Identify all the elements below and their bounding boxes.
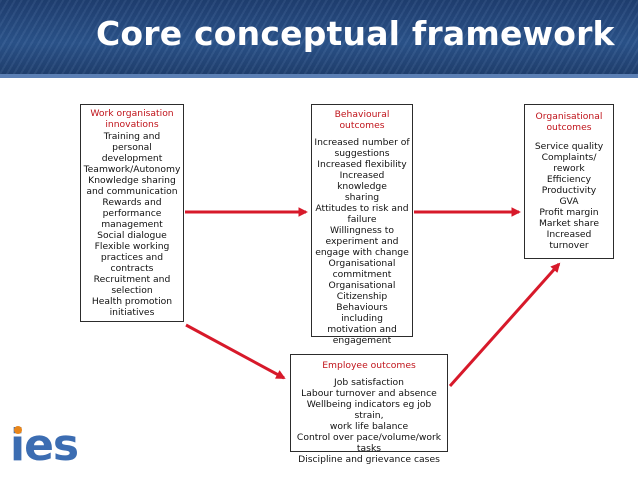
box-line: development — [101, 153, 163, 164]
arrow-employee-to-organisational — [448, 262, 561, 387]
box-line: engage with change — [315, 247, 409, 258]
organisational-outcomes-box: Organisational outcomes Service quality … — [524, 104, 614, 259]
box-line: Service quality — [534, 141, 604, 152]
slide-title: Core conceptual framework — [96, 14, 615, 53]
box-line: Willingness to — [330, 225, 394, 236]
box-line: suggestions — [334, 148, 390, 159]
box-line: Citizenship — [336, 291, 388, 302]
box-line: Teamwork/Autonomy — [83, 164, 181, 175]
box-line: failure — [347, 214, 377, 225]
box-line: Attitudes to risk and — [315, 203, 409, 214]
title-banner: Core conceptual framework — [0, 0, 638, 78]
organisational-outcomes-heading: Organisational outcomes — [535, 111, 603, 133]
box-line: Profit margin — [539, 207, 599, 218]
box-line: management — [101, 219, 163, 230]
box-line: Recruitment and — [93, 274, 171, 285]
behavioural-outcomes-heading: Behavioural outcomes — [334, 109, 390, 131]
employee-outcomes-box: Employee outcomes Job satisfaction Labou… — [290, 354, 448, 465]
employee-outcomes-heading: Employee outcomes — [322, 360, 416, 371]
work-organisation-heading: Work organisation innovations — [90, 108, 174, 130]
box-line: GVA — [559, 196, 579, 207]
box-line: turnover — [549, 240, 589, 251]
box-line: Wellbeing indicators eg job strain, — [306, 399, 432, 421]
box-line: Market share — [539, 218, 599, 229]
box-line: Health promotion — [91, 296, 173, 307]
box-line: Labour turnover and absence — [301, 388, 437, 399]
box-line: Productivity — [541, 185, 597, 196]
box-line: Organisational — [328, 280, 396, 291]
box-line: Behaviours including — [336, 302, 388, 324]
box-line: Flexible working — [94, 241, 170, 252]
box-line: commitment — [332, 269, 392, 280]
box-line: Efficiency — [546, 174, 592, 185]
box-line: Control over pace/volume/work tasks — [296, 432, 442, 454]
box-line: sharing — [344, 192, 380, 203]
box-line: Increased flexibility — [317, 159, 407, 170]
box-line: Training and personal — [103, 131, 161, 153]
box-line: experiment and — [325, 236, 399, 247]
box-line: Job satisfaction — [334, 377, 404, 388]
box-line: work life balance — [329, 421, 409, 432]
box-line: performance — [102, 208, 162, 219]
box-line: Increased number of — [314, 137, 410, 148]
box-line: initiatives — [109, 307, 155, 318]
box-line: Rewards and — [102, 197, 162, 208]
banner-band — [0, 74, 638, 78]
arrow-work-to-employee — [185, 323, 286, 380]
work-organisation-box: Work organisation innovations Training a… — [80, 104, 184, 322]
box-line: Organisational — [328, 258, 396, 269]
box-line: selection — [111, 285, 153, 296]
box-line: and communication — [86, 186, 178, 197]
behavioural-outcomes-box: Behavioural outcomes Increased number of… — [311, 104, 413, 346]
box-line: engagement — [332, 335, 392, 346]
box-line: Discipline and grievance cases — [298, 454, 440, 465]
box-line: motivation and — [327, 324, 397, 335]
box-line: Social dialogue — [97, 230, 167, 241]
box-line: practices and — [100, 252, 164, 263]
box-line: contracts — [110, 263, 154, 274]
box-line: Knowledge sharing — [88, 175, 176, 186]
logo-dot-icon — [14, 426, 22, 434]
box-line: Complaints/ — [541, 152, 597, 163]
ies-logo: ies — [10, 420, 79, 471]
box-line: Increased — [546, 229, 592, 240]
banner-texture — [0, 0, 638, 78]
box-line: Increased knowledge — [337, 170, 387, 192]
box-line: rework — [553, 163, 585, 174]
